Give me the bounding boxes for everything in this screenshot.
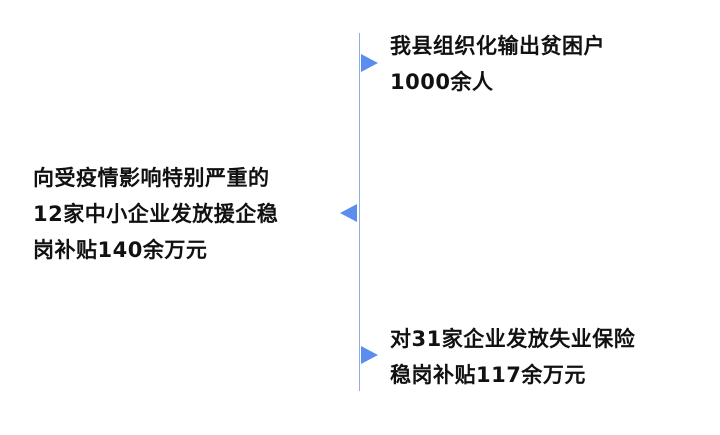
- event-2-line-2: 12家中小企业发放援企稳: [33, 202, 279, 226]
- event-2-marker: [340, 204, 357, 222]
- event-2-line-1: 向受疫情影响特别严重的: [33, 166, 270, 190]
- event-1-marker: [361, 54, 378, 72]
- event-3-line-2: 稳岗补贴117余万元: [390, 363, 586, 387]
- event-1-line-1: 我县组织化输出贫困户: [390, 34, 605, 58]
- event-2-text: 向受疫情影响特别严重的 12家中小企业发放援企稳 岗补贴140余万元: [33, 160, 278, 268]
- timeline-axis: [359, 33, 360, 391]
- event-1-text: 我县组织化输出贫困户 1000余人: [390, 28, 605, 100]
- event-3-line-1: 对31家企业发放失业保险: [390, 327, 636, 351]
- event-2-line-3: 岗补贴140余万元: [33, 238, 208, 262]
- event-3-marker: [361, 346, 378, 364]
- event-1-line-2: 1000余人: [390, 70, 494, 94]
- event-3-text: 对31家企业发放失业保险 稳岗补贴117余万元: [390, 321, 635, 393]
